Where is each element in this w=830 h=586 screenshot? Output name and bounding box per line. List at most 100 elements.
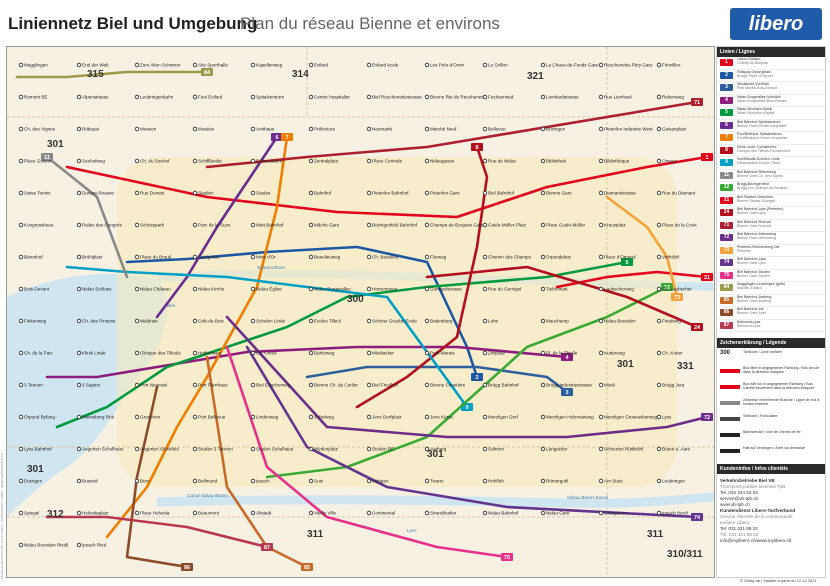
stop[interactable]: Nidau Burgerallee: [308, 287, 351, 292]
stop[interactable]: Kreuzplatz: [598, 223, 626, 228]
stop[interactable]: Reuchenette-Péry Gare: [598, 63, 653, 68]
stop[interactable]: Vieille Ville: [308, 511, 336, 516]
stop[interactable]: Leubringen: [656, 479, 685, 484]
bus-line-85[interactable]: [205, 355, 309, 569]
line-terminus-badge-87[interactable]: 87: [261, 543, 273, 551]
stop[interactable]: Biel Friedhof: [366, 383, 399, 388]
stop[interactable]: Jens Dorfplatz: [366, 415, 402, 420]
stop[interactable]: Strandboden: [424, 511, 457, 516]
stop[interactable]: Wydenplatz: [308, 447, 339, 452]
stop[interactable]: Ch. du Seehof: [134, 159, 170, 164]
bus-line-6[interactable]: [155, 135, 279, 319]
stop[interactable]: Place Guisan: [18, 159, 52, 164]
info-line[interactable]: Tel. 032 344 63 63: [720, 490, 758, 495]
stop[interactable]: 3 Sapins: [76, 383, 101, 388]
stop[interactable]: Ipsach Herdi: [656, 511, 688, 516]
stop[interactable]: Bienne Rte de Reuchenette: [424, 95, 487, 100]
stop[interactable]: Palais des Congrès: [76, 223, 123, 228]
stop[interactable]: Merzligen Dorf: [482, 415, 519, 420]
stop[interactable]: Mörigen: [366, 479, 389, 484]
stop[interactable]: Romont BE: [18, 95, 48, 100]
stop[interactable]: Ecoles Tilleul: [308, 319, 341, 324]
stop[interactable]: Nidau Église: [250, 286, 282, 292]
stop[interactable]: Ch. Creux: [250, 351, 277, 356]
stop[interactable]: Lohe: [482, 319, 499, 324]
stop[interactable]: Beaumont: [192, 511, 220, 516]
stop[interactable]: Mett Bahnhof: [250, 223, 284, 228]
stop[interactable]: Funi Evilard: [192, 95, 223, 100]
stop[interactable]: Débarcadère: [250, 159, 283, 164]
line-terminus-badge-3[interactable]: 3: [561, 388, 573, 396]
stop[interactable]: Amthaus: [250, 127, 275, 132]
stop[interactable]: Sutz: [308, 479, 324, 484]
stop[interactable]: Pieterlen Bahnhof: [366, 191, 409, 196]
stop[interactable]: Dunant-Strasse: [76, 191, 114, 196]
stop[interactable]: Merzligen Grossackerweg: [598, 415, 658, 420]
line-terminus-badge-85[interactable]: 85: [301, 563, 313, 571]
line-terminus-badge-86[interactable]: 86: [181, 563, 193, 571]
stop[interactable]: Nidau Château: [134, 287, 171, 292]
stop[interactable]: Place Helvetia: [134, 511, 170, 516]
line-terminus-badge-2[interactable]: 2: [471, 373, 483, 381]
stop[interactable]: Bellmund: [192, 479, 218, 484]
stop[interactable]: Zum Alten Schwizer: [134, 63, 181, 68]
info-line[interactable]: www.vb-tpb.ch: [720, 502, 750, 507]
stop[interactable]: Rötiquai: [76, 127, 99, 132]
stop[interactable]: Champs-de-Boujean Gare: [424, 223, 484, 228]
stop[interactable]: Evilard école: [366, 63, 399, 68]
stop[interactable]: Spiegel: [18, 511, 39, 516]
bus-line-72[interactable]: [225, 315, 709, 439]
stop[interactable]: Kongresshaus: [18, 223, 54, 228]
stop[interactable]: Continental: [366, 511, 395, 516]
stop[interactable]: Mösliacker: [366, 351, 394, 356]
stop[interactable]: Nidau Schloss: [76, 287, 112, 292]
stop[interactable]: Nidau Beunden: [598, 319, 636, 324]
stop[interactable]: Biel Bahnhof: [482, 191, 515, 196]
stop[interactable]: Museen: [134, 127, 157, 132]
stop[interactable]: Port Neumatt: [134, 383, 168, 388]
stop[interactable]: Scheuren Rüttibühl: [598, 447, 643, 452]
stop[interactable]: Bözingenfeld Bahnhof: [366, 223, 418, 228]
stop[interactable]: Safnern: [482, 447, 505, 452]
stop[interactable]: Altstadt: [250, 511, 272, 516]
stop[interactable]: Magglingen: [18, 63, 48, 68]
line-terminus-badge-72[interactable]: 72: [701, 413, 713, 421]
stop[interactable]: Nidaugasse: [424, 159, 455, 164]
stop[interactable]: Bärenhof: [18, 255, 43, 260]
stop[interactable]: Pieterlen Gare: [424, 191, 460, 196]
line-terminus-badge-1[interactable]: 1: [701, 153, 713, 161]
stop[interactable]: Nidau Kirche: [192, 287, 225, 292]
stop[interactable]: Place Guido-Müller: [540, 223, 586, 228]
stop[interactable]: Port Pfarrhaus: [192, 383, 228, 388]
stop[interactable]: Waldrain: [134, 319, 158, 324]
bus-line-12[interactable]: [265, 285, 669, 479]
stop[interactable]: Fuchsenried: [482, 95, 514, 100]
stop[interactable]: Kutterweg: [598, 351, 625, 356]
stop[interactable]: Brügg Jura: [656, 383, 685, 388]
stop[interactable]: Swiss Tennis: [18, 191, 51, 196]
stop[interactable]: Bois-Devant: [18, 287, 50, 292]
stop[interactable]: Les Prés-d'Orvin: [424, 63, 465, 68]
stop[interactable]: Aarberg: [424, 447, 447, 452]
stop[interactable]: Seehofweg: [76, 159, 105, 164]
stop[interactable]: Finkenweg: [18, 319, 47, 324]
stop[interactable]: Jens Kürze: [424, 415, 453, 420]
stop[interactable]: Busswil: [76, 479, 98, 484]
stop[interactable]: Crêt-du-Bois: [192, 319, 224, 324]
stop[interactable]: Mauchamp: [540, 319, 569, 324]
stop[interactable]: Dotzigen: [18, 479, 43, 484]
stop[interactable]: Bözingen: [540, 127, 566, 132]
bus-line-8[interactable]: [355, 145, 489, 409]
stop[interactable]: Parc de la Suze: [192, 223, 231, 228]
bus-line-3[interactable]: [305, 365, 569, 394]
stop[interactable]: Brügg Bahnhof: [482, 383, 519, 388]
bus-line-87[interactable]: [45, 515, 269, 549]
stop[interactable]: Bienne Cimetière: [424, 383, 466, 388]
stop[interactable]: Bibliothèque: [598, 159, 630, 164]
stop[interactable]: Alte Sporthalle: [192, 63, 228, 68]
stop[interactable]: Centre hospitalier: [308, 95, 350, 100]
line-terminus-badge-24[interactable]: 24: [691, 323, 703, 331]
stop[interactable]: Evilard: [308, 63, 328, 68]
stop[interactable]: Place de la Croix: [656, 223, 697, 228]
